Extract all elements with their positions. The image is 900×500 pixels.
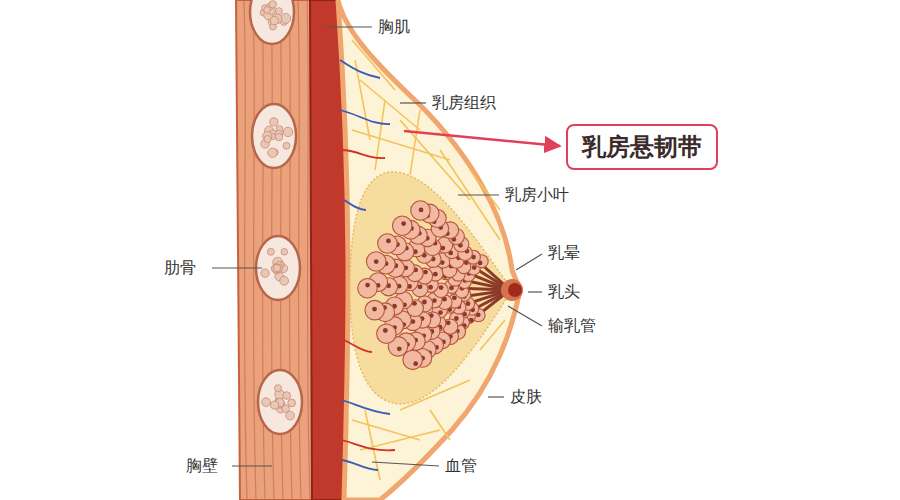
nipple: [508, 283, 522, 297]
part-label: 乳头: [548, 282, 580, 302]
breast-outline: [338, 0, 520, 500]
part-label: 肋骨: [164, 258, 196, 278]
part-label: 皮肤: [510, 387, 542, 407]
part-label: 胸肌: [378, 17, 410, 37]
muscle-fibers: [244, 0, 310, 500]
blood-vessels: [340, 60, 395, 470]
box-title: 乳房悬韧带: [582, 132, 702, 162]
mammary-lobules: [358, 201, 510, 370]
part-label: 血管: [445, 456, 477, 476]
highlight-arrow: [404, 131, 560, 146]
chest-wall: [236, 0, 312, 500]
part-label: 乳房小叶: [505, 185, 569, 205]
part-label: 乳房组织: [432, 93, 496, 113]
highlight-box: 乳房悬韧带: [566, 124, 718, 170]
part-label: 输乳管: [548, 316, 596, 336]
fat-mesh: [352, 40, 505, 480]
leader-lines: [212, 27, 542, 466]
part-label: 乳晕: [548, 243, 580, 263]
areola: [501, 279, 523, 301]
part-label: 胸壁: [186, 456, 218, 476]
lobule-region: [350, 172, 512, 404]
rib-sections: [250, 0, 302, 434]
